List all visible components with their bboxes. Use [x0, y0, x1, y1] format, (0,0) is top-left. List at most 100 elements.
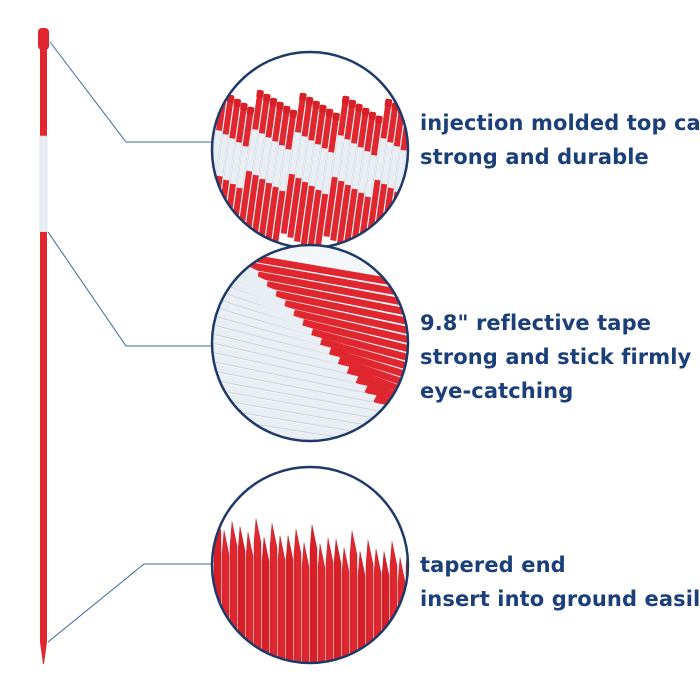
closeup-tapered-tip — [365, 539, 374, 663]
closeup-shaft-segment — [275, 290, 408, 332]
closeup-tapered-tip — [269, 523, 278, 663]
closeup-tapered-tip — [229, 521, 238, 663]
closeup-tapered-tip — [333, 539, 342, 663]
closeup-tape-segment — [212, 359, 379, 402]
closeup-rod — [366, 98, 393, 240]
closeup-rod — [307, 108, 334, 248]
marker-pole — [38, 28, 49, 664]
closeup-shaft-segment — [420, 446, 440, 480]
closeup-rod — [257, 101, 284, 243]
closeup-tape-segment — [212, 330, 352, 374]
closeup-shaft-segment — [390, 414, 408, 441]
connector-end — [47, 563, 214, 643]
pole-tapered-tip — [40, 642, 47, 664]
closeup-tapered-tip — [349, 530, 358, 663]
closeup-shaft-segment — [302, 319, 408, 360]
closeup-tapered-tip — [357, 551, 366, 663]
closeup-tape-segment — [212, 245, 244, 260]
closeup-shaft-segment — [382, 405, 408, 441]
closeup-shaft-segment — [411, 437, 440, 471]
circle-top-cap — [210, 50, 410, 250]
reflective-tape-line-3: eye-catching — [420, 379, 574, 403]
connector-cap — [49, 41, 226, 143]
callout-tapered-end: tapered end insert into ground easily — [420, 548, 700, 616]
reflective-tape-line-2: strong and stick firmly — [420, 345, 692, 369]
closeup-shaft-segment — [284, 300, 408, 341]
closeup-tape-segment — [212, 245, 253, 269]
closeup-tapered-tip — [253, 518, 262, 663]
closeup-tapered-tip — [237, 526, 246, 663]
pole-reflective-tape — [39, 135, 48, 233]
closeup-shaft-segment — [293, 309, 408, 351]
circle-reflective-tape — [210, 243, 440, 490]
closeup-tape-segment — [212, 368, 388, 412]
closeup-tape-segment — [212, 292, 316, 336]
callout-top-cap: injection molded top cap strong and dura… — [420, 106, 700, 174]
closeup-tapered-tip — [277, 535, 286, 663]
closeup-shaft-segment — [311, 328, 408, 370]
closeup-tapered-tip — [245, 532, 254, 663]
closeup-tape-edge — [212, 356, 367, 394]
closeup-tape-segment — [212, 283, 307, 326]
closeup-shaft-segment — [266, 281, 408, 322]
closeup-shaft-segment — [346, 366, 408, 408]
closeup-shaft-segment — [429, 456, 440, 490]
closeup-tape-segment — [212, 340, 361, 383]
closeup-rod — [251, 97, 278, 239]
closeup-tape-segment — [212, 349, 370, 393]
closeup-tapered-tip — [285, 535, 294, 663]
closeup-rod — [313, 112, 340, 248]
top-cap-line-1: injection molded top cap — [420, 111, 700, 135]
closeup-tapered-tip — [397, 557, 406, 663]
closeup-shaft-segment — [257, 271, 408, 313]
tapered-end-line-2: insert into ground easily — [420, 587, 700, 611]
closeup-shaft-segment — [248, 262, 408, 303]
closeup-tape-edge — [212, 366, 376, 403]
closeup-tapered-tip — [381, 551, 390, 663]
closeup-tape-edge — [212, 245, 250, 270]
closeup-tape-segment — [212, 302, 325, 345]
closeup-rod — [271, 109, 298, 248]
closeup-tapered-tip — [309, 524, 318, 663]
closeup-tapered-tip — [317, 543, 326, 663]
closeup-rod — [293, 100, 320, 242]
closeup-tapered-tip — [301, 542, 310, 663]
closeup-tapered-tip — [221, 530, 230, 663]
closeup-tape-edge — [212, 337, 349, 375]
closeup-rod — [287, 96, 314, 238]
closeup-tape-edge — [212, 375, 385, 413]
closeup-tapered-tip — [293, 529, 302, 663]
circle-tapered-end — [210, 465, 410, 665]
reflective-tape-line-1: 9.8" reflective tape — [420, 311, 652, 335]
closeup-tape-segment — [212, 245, 262, 279]
closeup-tapered-tip — [341, 547, 350, 663]
closeup-tape-segment — [212, 264, 289, 307]
closeup-shaft-segment — [337, 357, 408, 398]
pole-shaft-upper — [40, 44, 47, 136]
closeup-tapered-tip — [261, 537, 270, 663]
closeup-rod — [264, 105, 291, 247]
closeup-rod — [323, 95, 350, 237]
connector-lines — [47, 41, 226, 643]
closeup-rod — [330, 99, 357, 241]
closeup-shaft-segment — [328, 347, 408, 389]
connector-tape — [47, 231, 218, 347]
closeup-rod — [280, 92, 307, 235]
closeup-tape-edge — [212, 347, 358, 384]
closeup-tape-edge — [212, 328, 340, 365]
closeup-rod — [336, 103, 363, 245]
closeup-rod — [343, 107, 370, 248]
closeup-shaft-segment — [320, 338, 408, 379]
top-cap-line-2: strong and durable — [420, 145, 649, 169]
closeup-tapered-tip — [373, 548, 382, 663]
closeup-rod — [237, 89, 264, 232]
pole-shaft-lower — [40, 232, 47, 642]
closeup-tape-segment — [212, 273, 298, 317]
closeup-shaft-segment — [399, 424, 408, 441]
tapered-end-line-1: tapered end — [420, 553, 566, 577]
closeup-tape-segment — [212, 321, 343, 364]
closeup-tapered-tip — [325, 538, 334, 663]
closeup-rod — [300, 104, 327, 246]
closeup-rod — [244, 93, 271, 236]
